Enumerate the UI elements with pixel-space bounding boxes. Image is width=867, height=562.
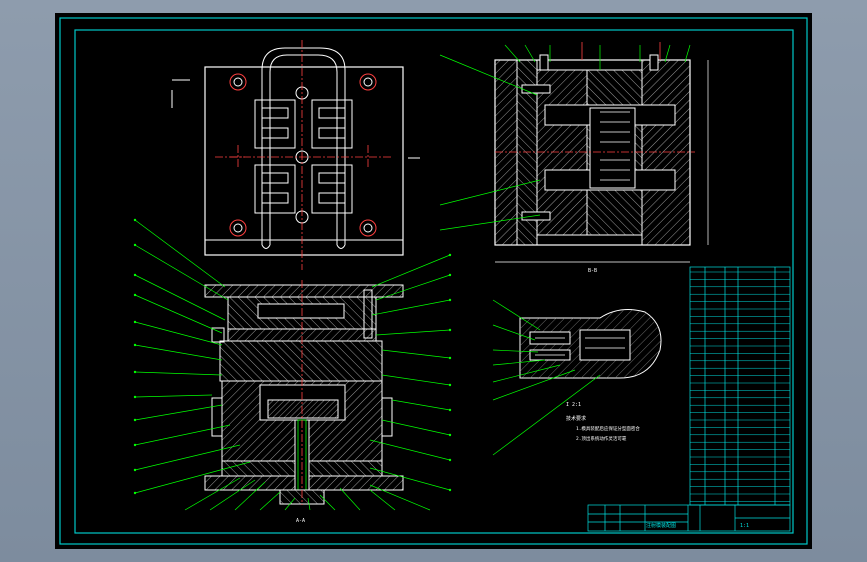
front-leader-dots [133, 218, 452, 495]
cooling-channel [261, 47, 346, 245]
front-section-view[interactable] [204, 280, 404, 505]
svg-text:1.模具装配后应保证分型面密合: 1.模具装配后应保证分型面密合 [576, 425, 640, 432]
drawing-name: 注射模装配图 [646, 522, 676, 529]
drawing-scale: 1:1 [740, 523, 749, 529]
side-section-view[interactable] [494, 42, 709, 263]
sheet-border [59, 17, 808, 545]
detail-leaders [492, 299, 601, 456]
parts-list[interactable] [689, 266, 791, 506]
svg-text:2.顶出系统动作灵活可靠: 2.顶出系统动作灵活可靠 [576, 435, 627, 442]
cavity-inserts [254, 99, 353, 214]
detail-label: I 2:1 [566, 402, 581, 408]
title-block[interactable] [587, 504, 791, 532]
side-leaders [439, 44, 691, 231]
front-leaders [134, 219, 451, 511]
guide-pin-holes [229, 73, 377, 237]
technical-notes: 技术要求 1.模具装配后应保证分型面密合 2.顶出系统动作灵活可靠 [566, 415, 640, 442]
parts-list-rows [690, 271, 790, 502]
front-view-label: A-A [296, 518, 305, 524]
drawing-frame [74, 29, 794, 534]
top-view[interactable] [171, 40, 420, 270]
side-view-label: B-B [588, 268, 597, 274]
svg-text:技术要求: 技术要求 [566, 415, 586, 422]
center-lines [215, 40, 392, 270]
detail-view[interactable] [519, 309, 662, 379]
